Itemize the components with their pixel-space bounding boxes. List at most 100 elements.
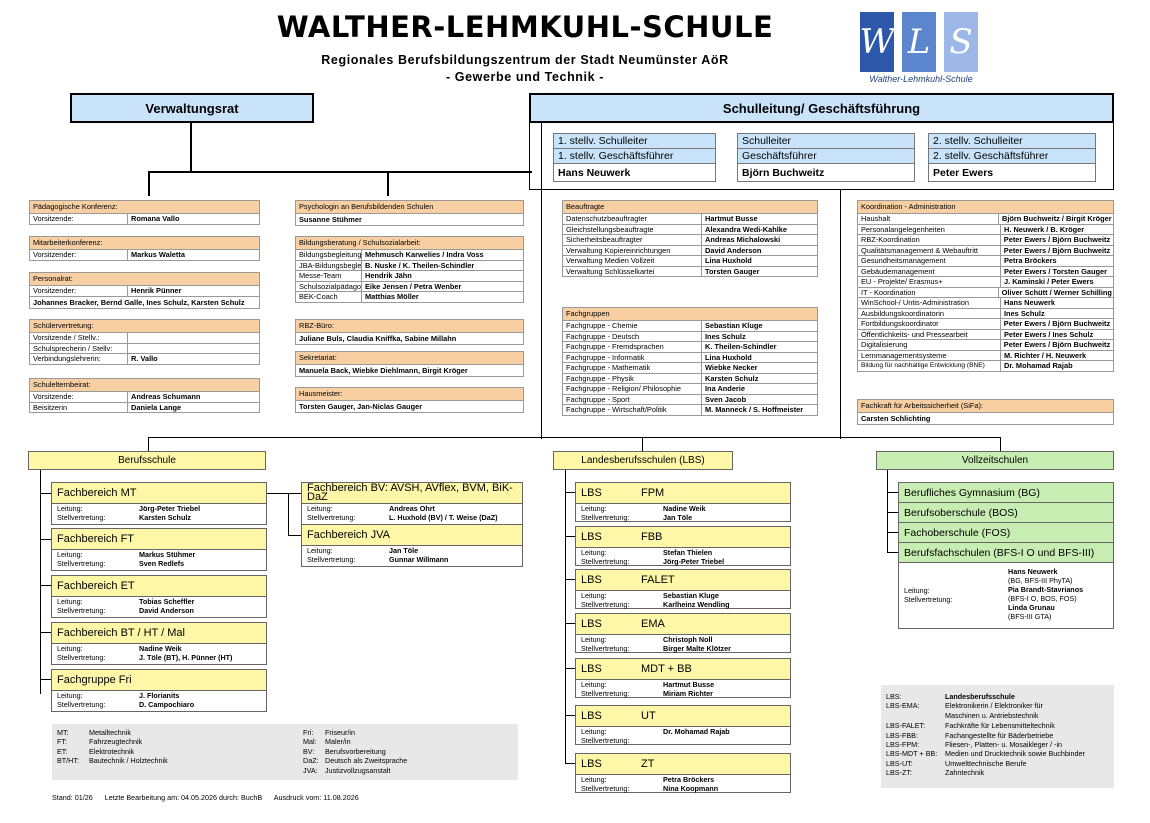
legend-value: Elektrotechnik bbox=[89, 746, 135, 756]
row-value: Wiebke Necker bbox=[705, 363, 758, 372]
row-value: Peter Ewers / Ines Schulz bbox=[1004, 329, 1094, 339]
stell-name: Jörg-Peter Triebel bbox=[663, 557, 725, 566]
lbs-name: FBB bbox=[641, 530, 663, 543]
row-key: Fachgruppe - Chemie bbox=[563, 321, 702, 331]
row-key: Vorsitzender: bbox=[30, 286, 128, 296]
panel-title: Beauftragte bbox=[562, 200, 818, 214]
lbs-name: FPM bbox=[641, 486, 665, 499]
row-key: Haushalt bbox=[858, 214, 999, 224]
row-value: Markus Waletta bbox=[131, 250, 185, 259]
lbs-name: EMA bbox=[641, 617, 665, 630]
panel-title: Koordination - Administration bbox=[857, 200, 1114, 214]
row-value: Björn Buchweitz / Birgit Kröger bbox=[1001, 214, 1112, 223]
person-name: Pia Brandt-Stavrianos bbox=[1008, 585, 1084, 594]
row-key: Fachgruppe - Informatik bbox=[563, 352, 702, 362]
panel-paedagogische-konferenz: Pädagogische Konferenz: Vorsitzende:Roma… bbox=[29, 200, 260, 225]
card-title: Fachbereich JVA bbox=[302, 525, 522, 546]
row-key: Fachgruppe - Physik bbox=[563, 373, 702, 383]
stell-name: Gunnar Willmann bbox=[389, 555, 449, 564]
sl-box-2-role2: Geschäftsführer bbox=[737, 149, 915, 164]
label-stellvertretung: Stellvertretung: bbox=[904, 595, 953, 604]
label-leitung: Leitung: bbox=[581, 504, 607, 513]
label-leitung: Leitung: bbox=[57, 597, 83, 606]
row-key: Bildungsbegleitung bbox=[296, 250, 362, 260]
lbs-prefix: LBS bbox=[581, 662, 602, 675]
lbs-name: ZT bbox=[641, 757, 655, 770]
panel-title: Sekretariat: bbox=[295, 351, 524, 365]
row-key: Verwaltung Medien Vollzeit bbox=[563, 256, 702, 266]
lbs-legend: LBS:Landesberufsschule LBS-EMA:Elektroni… bbox=[881, 685, 1114, 788]
tree-line bbox=[266, 493, 302, 494]
row-key: IT - Koordination bbox=[858, 287, 999, 297]
legend-key: JVA: bbox=[303, 765, 318, 775]
logo-letter-l: L bbox=[902, 12, 936, 72]
sl-box-3-role1: 2. stellv. Schulleiter bbox=[928, 133, 1096, 149]
tree-line bbox=[288, 535, 302, 536]
footer-status: Stand: 01/26 Letzte Bearbeitung am: 04.0… bbox=[52, 793, 359, 802]
sl-box-3-name: Peter Ewers bbox=[928, 164, 1096, 182]
stell-name: Jan Töle bbox=[663, 513, 693, 522]
legend-value: Elektronikerin / Elektroniker für bbox=[945, 701, 1043, 711]
subtitle-line-2: - Gewerbe und Technik - bbox=[445, 70, 605, 84]
row-value: Ines Schulz bbox=[1004, 308, 1045, 318]
legend-key: MT: bbox=[57, 728, 69, 737]
panel-title: Fachgruppen bbox=[562, 307, 818, 321]
row-value bbox=[128, 333, 134, 343]
row-value: Peter Ewers / Torsten Gauger bbox=[1004, 266, 1107, 276]
label-leitung: Leitung: bbox=[904, 586, 930, 595]
row-full: Manuela Back, Wiebke Diehlmann, Birgit K… bbox=[295, 365, 524, 377]
tree-line bbox=[887, 512, 899, 513]
row-value: J. Kaminski / Peter Ewers bbox=[1004, 277, 1094, 286]
tree-line bbox=[40, 470, 41, 694]
label-leitung: Leitung: bbox=[581, 680, 607, 689]
lbs-prefix: LBS bbox=[581, 617, 602, 630]
row-key: Vorsitzende: bbox=[30, 392, 128, 402]
label-stellvertretung: Stellvertretung: bbox=[581, 689, 630, 698]
row-value: Andreas Michalowski bbox=[705, 235, 781, 244]
person-note: (BFS-I O, BOS, FOS) bbox=[1008, 594, 1077, 603]
label-leitung: Leitung: bbox=[57, 504, 83, 513]
connector bbox=[148, 171, 150, 196]
panel-title: Mitarbeiterkonferenz: bbox=[29, 236, 260, 250]
legend-key: LBS-UT: bbox=[886, 758, 913, 768]
sl-box-3-role2: 2. stellv. Geschäftsführer bbox=[928, 149, 1096, 164]
row-value: Eike Jensen / Petra Wenber bbox=[365, 281, 462, 291]
vollzeitschulen-header: Vollzeitschulen bbox=[876, 451, 1114, 470]
leitung-name: Nadine Weik bbox=[663, 504, 706, 513]
connector bbox=[387, 171, 389, 196]
row-value: Daniela Lange bbox=[131, 402, 182, 412]
sl-box-1: 1. stellv. Schulleiter 1. stellv. Geschä… bbox=[553, 133, 716, 182]
label-leitung: Leitung: bbox=[57, 550, 83, 559]
leitung-name: Tobias Scheffler bbox=[139, 597, 195, 606]
schulleitung-box: Schulleitung/ Geschäftsführung bbox=[529, 93, 1114, 123]
legend-key: FT: bbox=[57, 737, 67, 747]
row-value: Oliver Schütt / Werner Schilling bbox=[1001, 287, 1112, 297]
row-value: B. Nuske / K. Theilen-Schindler bbox=[365, 260, 475, 270]
abbreviation-legend: MT:Metalltechnik FT:Fahrzeugtechnik ET:E… bbox=[52, 724, 518, 780]
tree-line bbox=[887, 492, 899, 493]
legend-key: LBS-FALET: bbox=[886, 721, 926, 731]
tree-line bbox=[565, 536, 576, 537]
panel-sekretariat: Sekretariat: Manuela Back, Wiebke Diehlm… bbox=[295, 351, 524, 377]
leitung-name: J. Florianits bbox=[139, 691, 180, 700]
panel-title: RBZ-Büro: bbox=[295, 319, 524, 333]
legend-key: LBS: bbox=[886, 692, 902, 701]
legend-key: Mal: bbox=[303, 737, 317, 747]
lbs-prefix: LBS bbox=[581, 530, 602, 543]
card-title: Fachbereich MT bbox=[52, 483, 266, 504]
panel-title: Pädagogische Konferenz: bbox=[29, 200, 260, 214]
row-key: Sicherheitsbeauftragter bbox=[563, 235, 702, 245]
tree-line bbox=[565, 492, 576, 493]
panel-title: Hausmeister: bbox=[295, 387, 524, 401]
lbs-name: UT bbox=[641, 709, 656, 722]
lbs-name: MDT + BB bbox=[641, 662, 692, 675]
stell-name: Nina Koopmann bbox=[663, 784, 719, 793]
card-fachbereich-ft: Fachbereich FT Leitung:Markus Stühmer St… bbox=[51, 528, 267, 571]
row-value: Henrik Pünner bbox=[131, 286, 182, 295]
row-value: Petra Bröckers bbox=[1004, 256, 1057, 265]
row-key: Ausbildungskoordinatorin bbox=[858, 308, 1001, 318]
legend-key: Fri: bbox=[303, 728, 314, 737]
